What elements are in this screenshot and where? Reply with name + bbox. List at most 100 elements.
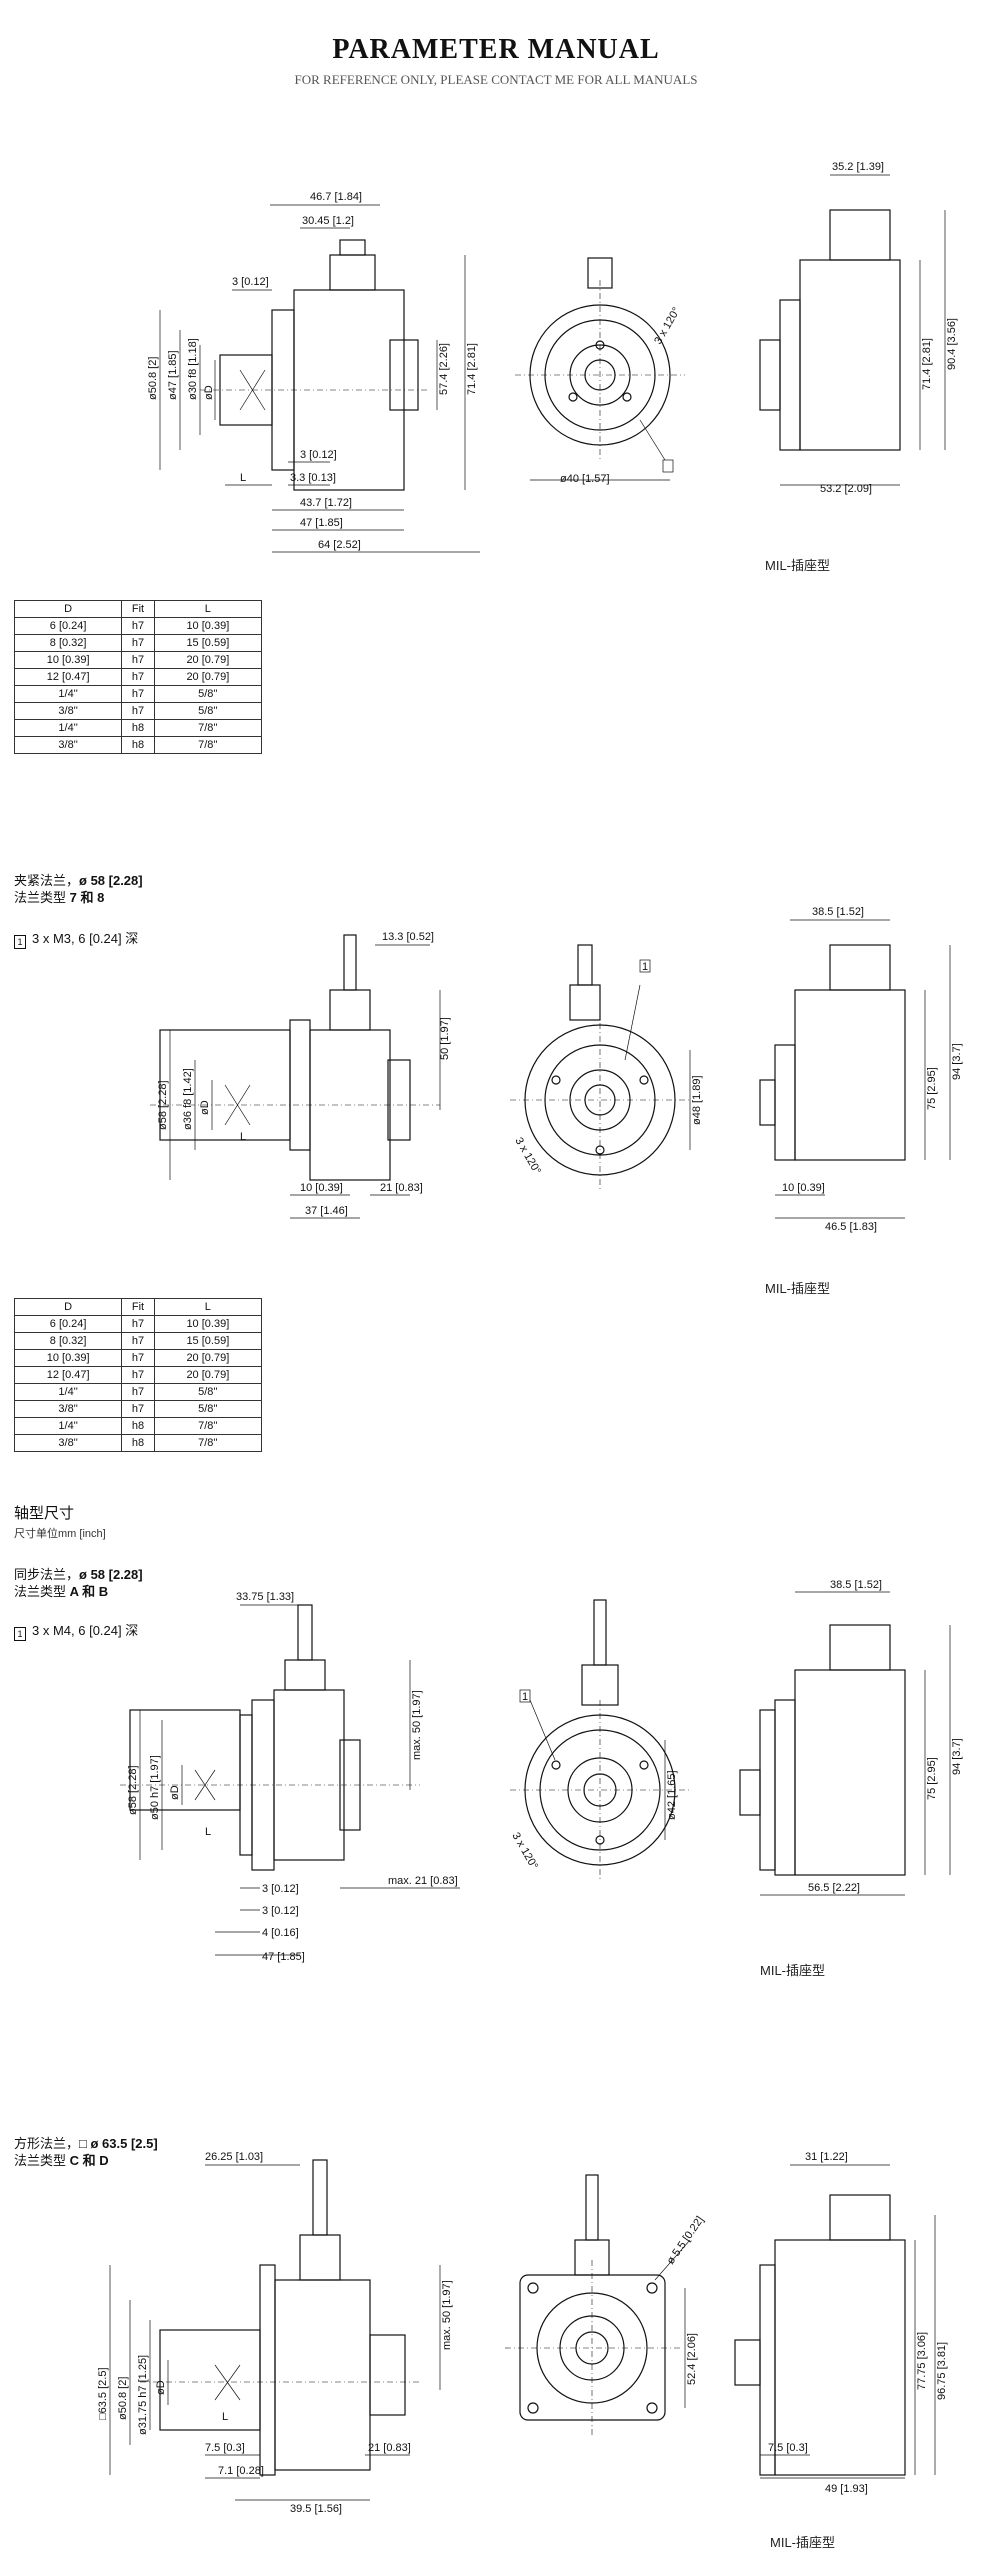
s1-dim-d12: øD <box>203 385 215 400</box>
cell: 3/8'' <box>13 702 123 720</box>
s1-side-view: 46.7 [1.84] 30.45 [1.2] 3 [0.12] 3 [0.12… <box>147 191 480 553</box>
s4-dim-d11: 39.5 [1.56] <box>290 2503 342 2515</box>
cell: h7 <box>121 1315 155 1333</box>
s3-unit-note: 尺寸单位mm [inch] <box>14 1528 106 1540</box>
s1-dim-d14: 71.4 [2.81] <box>466 343 478 395</box>
s2-dim-d11: ø48 [1.89] <box>691 1075 703 1125</box>
col-header-l: L <box>153 1298 263 1316</box>
cell: 15 [0.59] <box>153 634 263 652</box>
s1-dim-d15: L <box>240 472 246 484</box>
cell: 8 [0.32] <box>13 634 123 652</box>
s3-dim-d15: 38.5 [1.52] <box>830 1579 882 1591</box>
s2-heading-text: 夹紧法兰， <box>14 873 80 888</box>
cell: h7 <box>121 685 155 703</box>
s1-dim-d6: 43.7 [1.72] <box>300 497 352 509</box>
s3-dim-d4: ø50 h7 [1.97] <box>149 1755 161 1820</box>
s2-heading: 夹紧法兰，ø 58 [2.28] 法兰类型 7 和 8 <box>14 872 143 906</box>
s1-dim-d3: 3 [0.12] <box>232 276 269 288</box>
s4-dim-d16: 96.75 [3.81] <box>936 2342 948 2400</box>
s3-side-view: 33.75 [1.33] max. 50 [1.97] ø58 [2.28] ø… <box>120 1591 460 1963</box>
s3-heading-text: 同步法兰， <box>14 1567 80 1582</box>
s2-dim-d10: 1 <box>642 961 648 973</box>
cell: h7 <box>121 651 155 669</box>
s3-dim-d10: 4 [0.16] <box>262 1927 299 1939</box>
s2-right-view: 38.5 [1.52] 75 [2.95] 94 [3.7] 10 [0.39]… <box>759 906 963 1233</box>
s4-dim-d4: ø50.8 [2] <box>117 2377 129 2420</box>
cell: 20 [0.79] <box>153 1366 263 1384</box>
table-header-row: D Fit L <box>13 1298 263 1316</box>
s2-dim-d8: 21 [0.83] <box>380 1182 423 1194</box>
s2-dim-d9: 37 [1.46] <box>305 1205 348 1217</box>
s2-side-view: 13.3 [0.52] 50 [1.97] ø58 [2.28] ø36 f8 … <box>150 931 451 1219</box>
s4-right-view: 31 [1.22] 77.75 [3.06] 96.75 [3.81] 7.5 … <box>734 2151 948 2495</box>
cell: 1/4'' <box>13 685 123 703</box>
s4-heading-bold: □ ø 63.5 [2.5] <box>79 2136 158 2151</box>
cell: 1/4'' <box>13 1383 123 1401</box>
s3-dim-d8: 3 [0.12] <box>262 1883 299 1895</box>
cell: h8 <box>121 736 155 754</box>
cell: 12 [0.47] <box>13 668 123 686</box>
cell: 10 [0.39] <box>153 617 263 635</box>
cell: h8 <box>121 719 155 737</box>
s4-dim-d10: 21 [0.83] <box>368 2442 411 2454</box>
col-header-fit: Fit <box>121 600 155 618</box>
cell: h7 <box>121 668 155 686</box>
s4-dim-d3: □63.5 [2.5] <box>97 2367 109 2420</box>
cell: 10 [0.39] <box>13 651 123 669</box>
s1-dim-d10: ø47 [1.85] <box>167 350 179 400</box>
cell: h7 <box>121 634 155 652</box>
s1-dim-d16: 3 x 120° <box>652 305 683 346</box>
s4-dim-d5: ø31.75 h7 [1.25] <box>137 2355 149 2435</box>
s1-dim-d2: 30.45 [1.2] <box>302 215 354 227</box>
s4-dim-d12: ø 5.5 [0.22] <box>665 2214 707 2266</box>
s2-dim-d4: ø36 f8 [1.42] <box>182 1068 194 1130</box>
s3-dim-d18: 56.5 [2.22] <box>808 1882 860 1894</box>
cell: h8 <box>121 1434 155 1452</box>
cell: 1/4'' <box>13 1417 123 1435</box>
s2-heading-bold2: 7 和 8 <box>69 890 105 905</box>
s1-dim-d19: 71.4 [2.81] <box>921 338 933 390</box>
s1-dim-d5: 3.3 [0.13] <box>290 472 336 484</box>
s4-dim-d17: 7.5 [0.3] <box>768 2442 808 2454</box>
s2-dim-d14: 75 [2.95] <box>926 1067 938 1110</box>
s3-dim-d7: max. 21 [0.83] <box>388 1875 458 1887</box>
cell: 20 [0.79] <box>153 651 263 669</box>
s2-dim-d3: ø58 [2.28] <box>157 1080 169 1130</box>
s2-heading-bold: ø 58 [2.28] <box>79 873 143 888</box>
cell: 12 [0.47] <box>13 1366 123 1384</box>
s3-main-heading: 轴型尺寸 <box>14 1505 75 1522</box>
s4-dim-d14: 31 [1.22] <box>805 2151 848 2163</box>
cell: 7/8'' <box>153 719 263 737</box>
s1-dim-d21: 53.2 [2.09] <box>820 483 872 495</box>
s4-dim-d9: 7.1 [0.28] <box>218 2465 264 2477</box>
s3-heading-bold2: A 和 B <box>69 1584 109 1599</box>
cell: 5/8'' <box>153 685 263 703</box>
s2-dim-d16: 10 [0.39] <box>782 1182 825 1194</box>
s4-dim-d15: 77.75 [3.06] <box>916 2332 928 2390</box>
cell: h7 <box>121 1349 155 1367</box>
page-title: PARAMETER MANUAL <box>332 34 660 65</box>
s2-dim-d1: 13.3 [0.52] <box>382 931 434 943</box>
s1-caption: MIL-插座型 <box>765 558 831 573</box>
cell: h7 <box>121 1366 155 1384</box>
s3-dim-d2: max. 50 [1.97] <box>411 1690 423 1760</box>
cell: 6 [0.24] <box>13 1315 123 1333</box>
s4-front-view: ø 5.5 [0.22] 52.4 [2.06] <box>505 2174 707 2435</box>
cell: 6 [0.24] <box>13 617 123 635</box>
col-header-fit: Fit <box>121 1298 155 1316</box>
s4-heading-text: 方形法兰， <box>14 2136 80 2151</box>
s3-dim-d6: L <box>205 1826 211 1838</box>
cell: 3/8'' <box>13 736 123 754</box>
col-header-l: L <box>153 600 263 618</box>
